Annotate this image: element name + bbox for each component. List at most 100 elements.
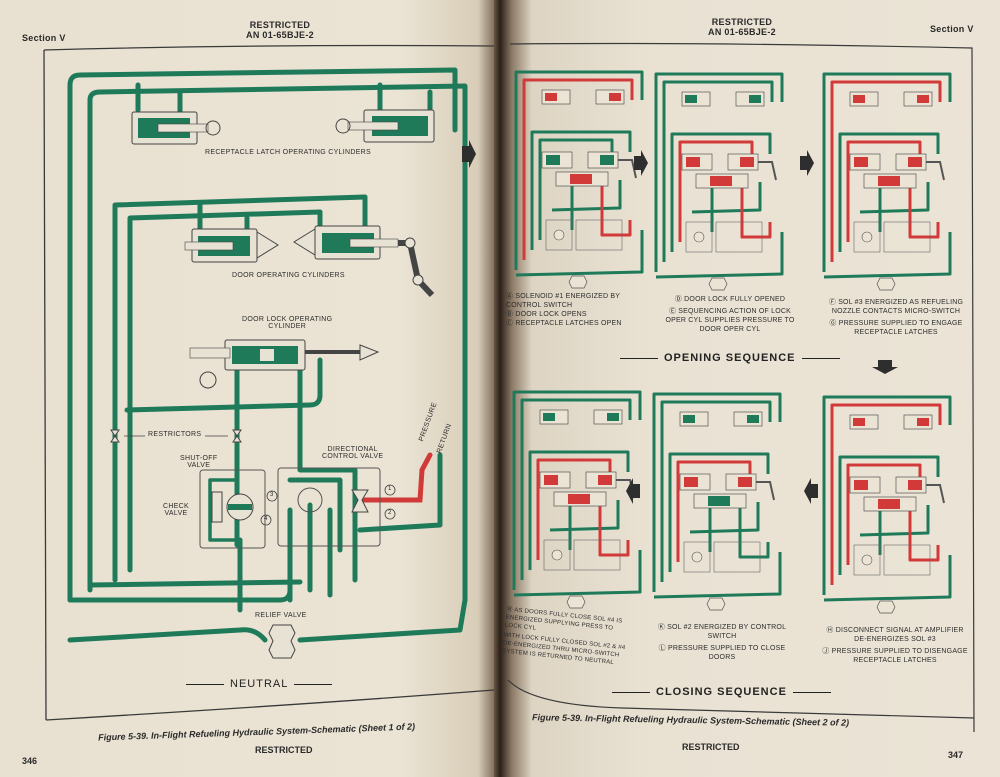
schematic-frame xyxy=(507,42,975,733)
valve-box xyxy=(683,541,711,573)
doc-number: AN 01-65BJE-2 xyxy=(708,27,776,37)
arrow-down-icon xyxy=(872,360,898,374)
hydraulic-line xyxy=(668,452,770,572)
classification: RESTRICTED xyxy=(711,17,773,27)
closing-sequence-title: CLOSING SEQUENCE xyxy=(606,686,837,698)
hydraulic-line xyxy=(662,80,774,262)
hydraulic-line xyxy=(823,555,952,602)
valve-box xyxy=(573,539,621,571)
valve-box xyxy=(545,219,573,251)
valve-box xyxy=(713,541,761,573)
hydraulic-lines xyxy=(67,67,468,643)
page-number: 346 xyxy=(22,756,38,766)
relief-valve-icon xyxy=(268,624,296,659)
hydraulic-line xyxy=(655,232,784,279)
hydraulic-line xyxy=(530,130,632,250)
hydraulic-line xyxy=(846,463,922,565)
hydraulic-line xyxy=(522,78,634,260)
valve-box xyxy=(575,219,623,251)
section-label: Section V xyxy=(22,33,66,43)
panel-caption-a: Ⓐ SOLENOID #1 ENERGIZED BY CONTROL SWITC… xyxy=(506,293,622,327)
door-lock-cylinder xyxy=(189,339,380,389)
relief-valve-icon xyxy=(566,595,586,609)
hydraulic-line xyxy=(846,140,922,242)
hydraulic-line xyxy=(660,400,772,582)
valve-box xyxy=(715,221,763,253)
hydraulic-line xyxy=(676,460,752,562)
hydraulic-line xyxy=(520,398,632,580)
port-2-label: 2 xyxy=(388,510,392,516)
footer-classification: RESTRICTED xyxy=(682,742,740,752)
right-page: RESTRICTED AN 01-65BJE-2 Section V Ⓐ SOL… xyxy=(502,0,1000,777)
relief-valve-icon xyxy=(876,277,896,291)
line-outer-2 xyxy=(87,83,468,603)
mini-schematic-panel xyxy=(654,72,784,291)
receptacle-latch-label: RECEPTACLE LATCH OPERATING CYLINDERS xyxy=(205,149,371,156)
arrow-left-icon xyxy=(626,478,640,504)
line-lock-return xyxy=(124,357,323,413)
pressure-line xyxy=(357,452,433,503)
port-1-label: 1 xyxy=(388,486,392,492)
relief-valve-icon xyxy=(706,597,726,611)
line-return xyxy=(357,452,443,533)
hydraulic-line xyxy=(654,72,784,272)
hydraulic-line xyxy=(536,458,612,560)
relief-valve-icon xyxy=(876,600,896,614)
hydraulic-line xyxy=(528,450,630,570)
line-bottom-2 xyxy=(87,579,303,588)
valve-box xyxy=(883,544,931,576)
hydraulic-line xyxy=(549,500,620,532)
shutoff-valve-label: SHUT-OFF VALVE xyxy=(180,455,218,469)
page-header: RESTRICTED AN 01-65BJE-2 xyxy=(682,17,802,37)
doc-number: AN 01-65BJE-2 xyxy=(246,30,314,40)
hydraulic-line xyxy=(598,500,630,557)
hydraulic-line xyxy=(830,403,942,585)
valve-box xyxy=(883,221,931,253)
footer-classification: RESTRICTED xyxy=(255,745,313,755)
shutoff-valve-box xyxy=(199,469,266,549)
mini-schematic-panel xyxy=(512,390,642,609)
line-door-2 xyxy=(127,209,323,573)
hydraulic-line xyxy=(859,182,930,214)
line-outer-1 xyxy=(67,67,458,603)
hydraulic-line xyxy=(823,232,952,279)
restrictor-left-icon xyxy=(110,429,120,443)
relief-valve-label: RELIEF VALVE xyxy=(255,612,307,619)
receptacle-latch-cylinders xyxy=(131,109,435,145)
hydraulic-line xyxy=(830,80,942,262)
next-arrow-icon xyxy=(462,140,476,168)
hydraulic-line xyxy=(513,550,642,597)
panel-caption-k: Ⓚ SOL #2 ENERGIZED BY CONTROL SWITCH Ⓛ P… xyxy=(657,624,787,661)
valve-box xyxy=(853,221,881,253)
panel-caption-d: Ⓓ DOOR LOCK FULLY OPENED Ⓔ SEQUENCING AC… xyxy=(665,296,795,333)
hydraulic-line xyxy=(512,390,642,590)
hydraulic-line xyxy=(822,395,952,595)
hydraulic-line xyxy=(738,502,770,559)
page-number: 347 xyxy=(948,750,964,760)
arrow-right-icon xyxy=(800,150,814,176)
schematic-frame xyxy=(43,44,495,721)
hydraulic-line xyxy=(538,138,614,240)
hydraulic-line xyxy=(908,182,940,239)
mini-schematic-panel xyxy=(514,70,644,289)
hydraulic-line xyxy=(740,182,772,239)
hydraulic-line xyxy=(653,552,782,599)
line-check-loop xyxy=(208,478,239,542)
check-valve-label: CHECK VALVE xyxy=(163,503,190,517)
directional-valve-label: DIRECTIONAL CONTROL VALVE xyxy=(322,446,384,460)
hydraulic-line xyxy=(551,180,622,212)
hydraulic-line xyxy=(838,455,940,575)
arrow-right-icon xyxy=(634,150,648,176)
mini-schematic-panel xyxy=(652,392,782,611)
line-lock-2 xyxy=(297,357,358,583)
hydraulic-line xyxy=(691,182,762,214)
line-dir-1 xyxy=(287,477,343,553)
state-label: NEUTRAL xyxy=(180,678,338,690)
mini-schematic-panel xyxy=(822,395,952,614)
valve-box xyxy=(685,221,713,253)
directional-spool xyxy=(297,487,323,513)
hydraulic-line xyxy=(678,140,754,242)
restrictor-right-icon xyxy=(232,429,242,443)
hydraulic-line xyxy=(514,70,644,270)
line-relief xyxy=(67,597,468,643)
